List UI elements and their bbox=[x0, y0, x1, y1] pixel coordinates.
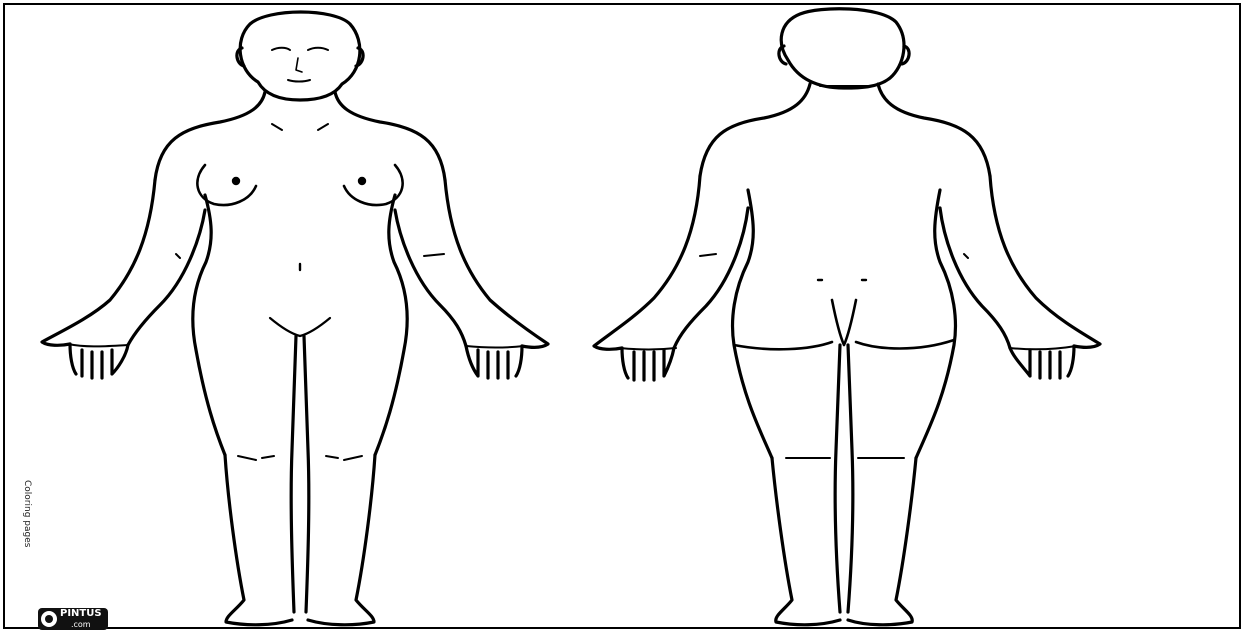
front-head bbox=[240, 12, 360, 100]
back-head bbox=[781, 9, 904, 88]
credit-text: Coloring pages bbox=[16, 480, 32, 600]
back-view-figure bbox=[594, 9, 1100, 625]
logo-icon bbox=[41, 611, 57, 627]
logo-name: PINTUS bbox=[60, 608, 102, 619]
front-view-figure bbox=[42, 12, 548, 625]
site-logo: PINTUS .com bbox=[38, 608, 108, 630]
logo-sub: .com bbox=[60, 619, 102, 630]
